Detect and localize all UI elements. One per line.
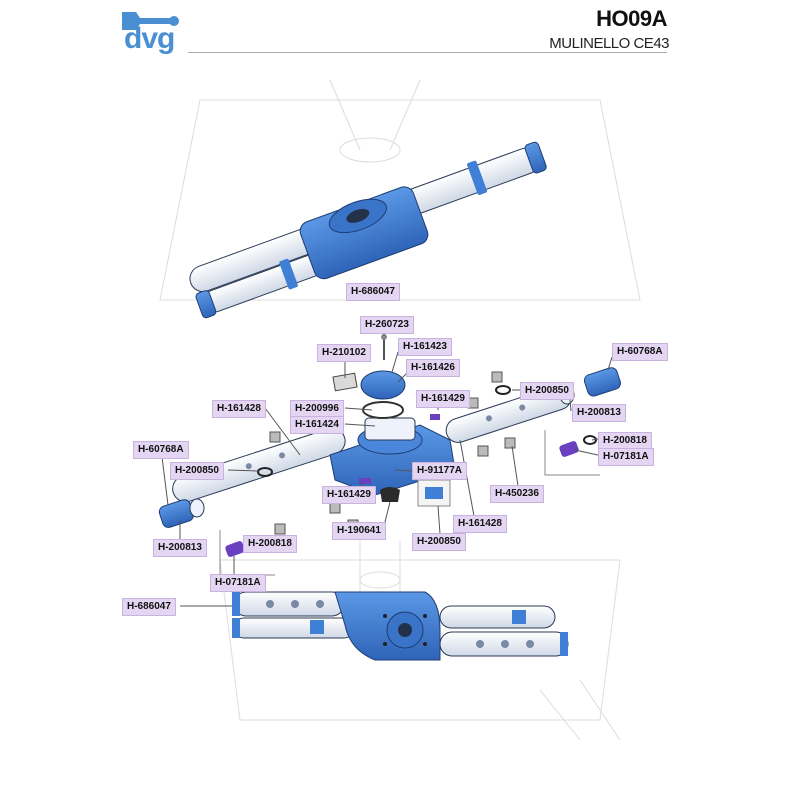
page-title: HO09A — [596, 6, 667, 31]
brand-name: dvg — [124, 22, 175, 55]
page-subtitle: MULINELLO CE43 — [549, 35, 669, 52]
part-label-detail-oring: H-200850 — [412, 533, 466, 551]
part-label-bracket: H-450236 — [490, 485, 544, 503]
part-label-pipe-left-upper: H-161428 — [212, 400, 266, 418]
header-divider — [188, 52, 667, 53]
dvg-logo — [118, 8, 182, 60]
part-label-ring-right: H-200813 — [572, 404, 626, 422]
part-label-clip-right: H-161429 — [416, 390, 470, 408]
part-label-clip-left: H-161429 — [322, 486, 376, 504]
part-label-clip-hub: H-161424 — [290, 416, 344, 434]
part-label-hub-cover: H-161426 — [406, 359, 460, 377]
part-label-oring-left: H-200850 — [170, 462, 224, 480]
background-outline — [159, 79, 641, 741]
part-label-plate: H-210102 — [317, 344, 371, 362]
part-label-end-cap-left: H-60768A — [133, 441, 189, 459]
part-label-pin: H-260723 — [360, 316, 414, 334]
part-label-cap-clip: H-161423 — [398, 338, 452, 356]
exploded-parts — [158, 330, 621, 607]
part-label-pin-left: H-07181A — [210, 574, 266, 592]
part-label-oring-right: H-200850 — [520, 382, 574, 400]
bottom-spray-arm-assembly — [232, 591, 569, 661]
part-label-end-cap-right: H-60768A — [612, 343, 668, 361]
part-label-ring-left: H-200813 — [153, 539, 207, 557]
top-spray-arm-assembly — [189, 141, 547, 319]
part-label-hub-body: H-91177A — [412, 462, 468, 480]
part-label-oring-small-left: H-200818 — [243, 535, 297, 553]
part-label-nozzle: H-190641 — [332, 522, 386, 540]
part-label-top-assembly: H-686047 — [346, 283, 400, 301]
part-label-pin-right: H-07181A — [598, 448, 654, 466]
part-label-pipe-right-lower: H-161428 — [453, 515, 507, 533]
part-label-bottom-assembly: H-686047 — [122, 598, 176, 616]
